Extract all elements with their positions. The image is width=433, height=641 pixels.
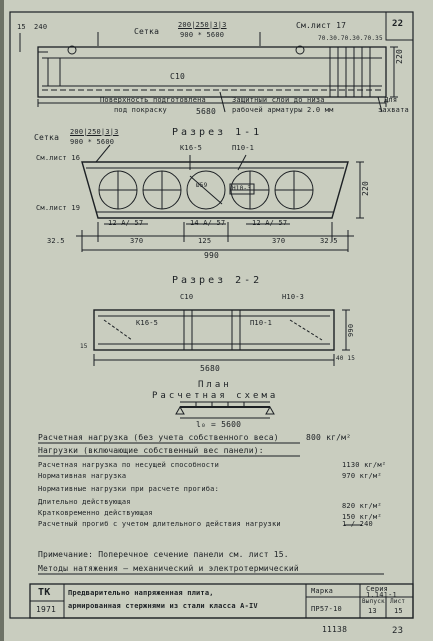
s2-mark-k16: К16-5 <box>136 319 159 327</box>
load-row-label: Расчетная нагрузка по несущей способност… <box>38 461 219 469</box>
sheet-ref: См.лист 17 <box>296 21 347 30</box>
s2-width: 990 <box>347 323 355 337</box>
diameter: Ø59 <box>196 182 208 189</box>
stamp-org: ТК <box>38 587 51 598</box>
stamp-issue-value: 13 <box>368 607 377 615</box>
dim-240: 240 <box>34 23 48 31</box>
scheme-title: Расчетная схема <box>152 391 279 401</box>
tension-methods: Методы натяжения — механический и электр… <box>38 564 299 573</box>
mark-k16: К16-5 <box>180 144 203 152</box>
s1-mesh-label: Сетка <box>34 133 60 142</box>
load-row-value: 1130 кг/м² <box>342 461 387 469</box>
length-dim: 5680 <box>196 107 217 116</box>
dim-125: 125 <box>198 237 212 245</box>
stamp-mark-head: Марка <box>311 587 334 595</box>
plan-title: План <box>198 380 232 390</box>
s2-length: 5680 <box>200 364 221 373</box>
s2-mark-p10: П10-1 <box>250 319 273 327</box>
stamp-sheet-head: Лист <box>390 598 406 605</box>
mesh-label: Сетка <box>134 27 160 36</box>
load-row-label: Нормативные нагрузки при расчете прогиба… <box>38 485 219 493</box>
stamp-issue-head: Выпуск <box>362 598 385 605</box>
note-side-2: захвата <box>378 106 409 114</box>
mesh-size: 900 * 5600 <box>180 31 225 39</box>
load-row-label: Расчетный прогиб с учетом длительного де… <box>38 520 281 528</box>
mesh-spec: 200|250|3|3 <box>178 21 227 29</box>
stamp-year: 1971 <box>36 605 57 614</box>
note-surface-1: Поверхность подготовлена <box>100 96 206 104</box>
dim-370-right: 370 <box>272 237 286 245</box>
load-row-label: Кратковременно действующая <box>38 509 153 517</box>
stamp-title-1: Предварительно напряженная плита, <box>68 589 214 597</box>
dim-32-5-left: 32.5 <box>47 237 65 245</box>
note-cover-1: Защитный слой до низа <box>232 96 325 104</box>
design-load-value: 800 кг/м² <box>306 433 352 442</box>
section-1-title: Разрез 1-1 <box>172 127 263 138</box>
s1-sheet-ref-a: См.лист 16 <box>36 154 81 162</box>
s2-dim-15: 15 <box>80 343 88 350</box>
s1-mesh-spec: 200|250|3|3 <box>70 128 119 136</box>
rebar-left: 12 А/ 57 <box>108 219 144 227</box>
paper-edge <box>0 0 4 641</box>
page-number: 22 <box>392 19 404 29</box>
load-row-label: Нормативная нагрузка <box>38 472 127 480</box>
load-row-label: Длительно действующая <box>38 498 131 506</box>
section-1-total: 990 <box>204 251 220 260</box>
load-row-value: 820 кг/м² <box>342 502 382 510</box>
bar-label: С10 <box>170 72 186 81</box>
s2-dim-40-15: 40 15 <box>336 355 356 362</box>
load-row-value: 150 кг/м² <box>342 513 382 521</box>
span-length: l₀ = 5600 <box>196 420 242 429</box>
load-row-value: 1 / 240 <box>342 520 373 528</box>
right-dims: 70.30.70.30.70.35 <box>318 35 383 42</box>
rebar-mid: 14 А/ 57 <box>190 219 226 227</box>
load-row-value: 970 кг/м² <box>342 472 382 480</box>
note-cover-2: рабочей арматуры 2.0 мм <box>232 106 334 114</box>
mark-h10: Н10-3 <box>232 185 252 192</box>
s2-mark-h10: Н10-3 <box>282 293 305 301</box>
stamp-mark-value: ПР57-10 <box>311 605 342 613</box>
dim-15: 15 <box>17 23 26 31</box>
design-load-label: Расчетная нагрузка (без учета собственно… <box>38 433 279 442</box>
stamp-sheet-value: 15 <box>394 607 403 615</box>
note-side-1: Для <box>384 96 398 104</box>
s1-sheet-ref-b: См.лист 19 <box>36 204 81 212</box>
stamp-title-2: армированная стержнями из стали класса А… <box>68 602 258 610</box>
mark-p10: П10-1 <box>232 144 255 152</box>
s2-mark-c10: С10 <box>180 293 194 301</box>
loads-header: Нагрузки (включающие собственный вес пан… <box>38 446 264 455</box>
footer-right: 23 <box>392 626 404 636</box>
section-2-title: Разрез 2-2 <box>172 275 263 286</box>
section-1-height: 220 <box>361 180 370 196</box>
rebar-right: 12 А/ 57 <box>252 219 288 227</box>
height-dim: 220 <box>395 48 404 64</box>
dim-32-5-right: 32.5 <box>320 237 338 245</box>
note-text: Примечание: Поперечное сечение панели см… <box>38 550 289 559</box>
note-surface-2: под покраску <box>114 106 167 114</box>
stamp-series-head: Серия <box>366 585 389 593</box>
stamp-series-value: 1.141-1 <box>366 591 397 599</box>
s1-mesh-size: 900 * 5600 <box>70 138 115 146</box>
dim-370-left: 370 <box>130 237 144 245</box>
footer-left: 11138 <box>322 625 348 634</box>
